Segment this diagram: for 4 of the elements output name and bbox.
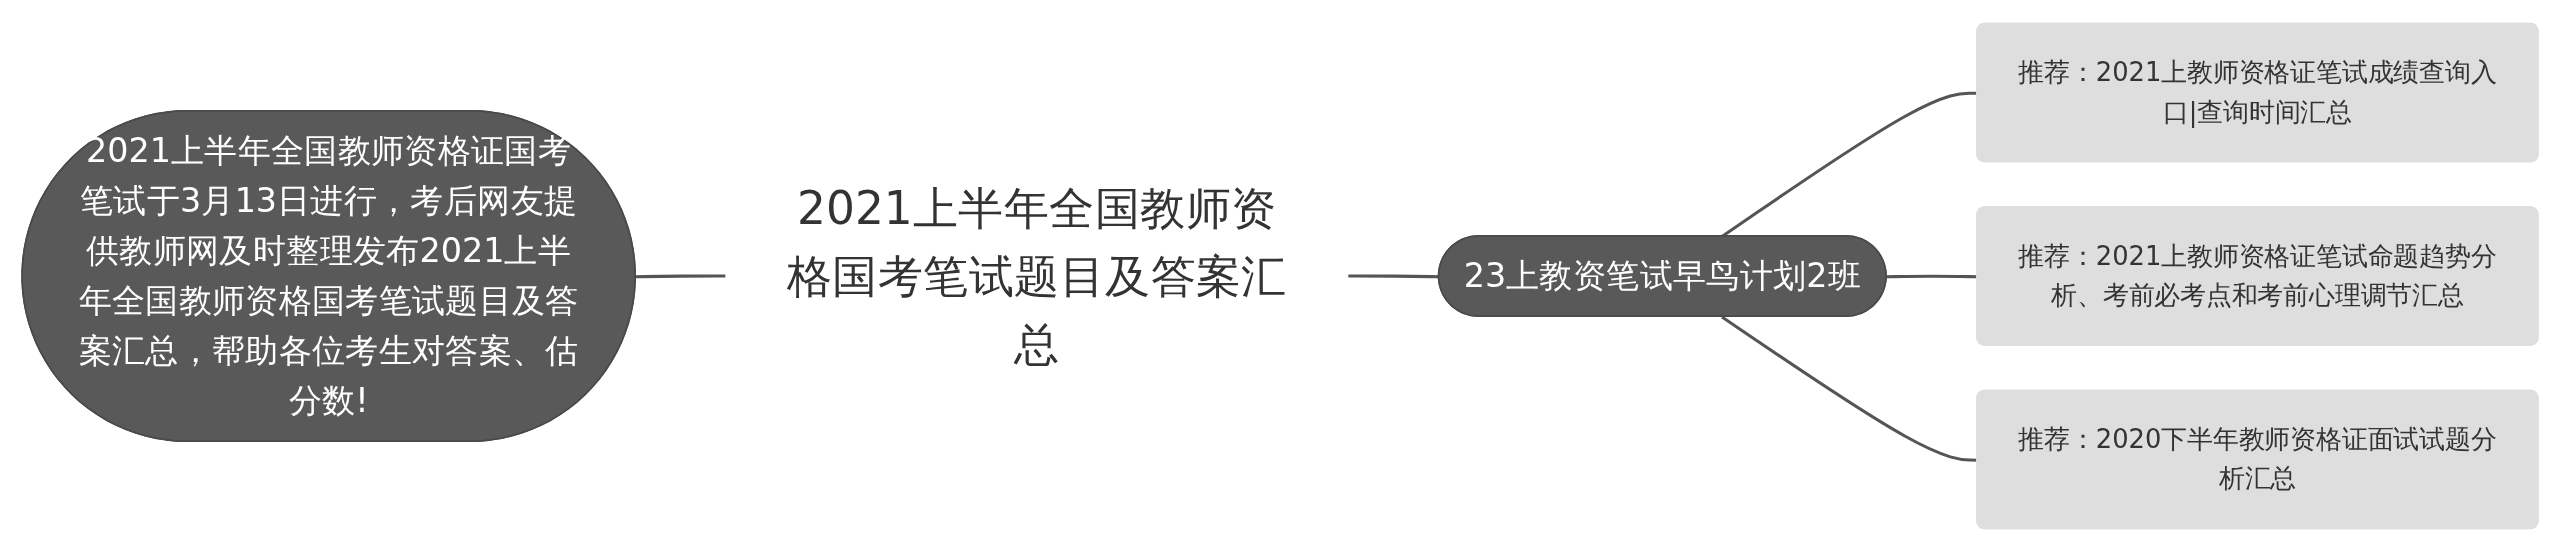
connector <box>1886 274 1978 278</box>
node-text: 2021上半年全国教师资格国考笔试题目及答案汇总 <box>786 180 1287 371</box>
connector <box>1721 315 1978 462</box>
connector <box>635 274 727 278</box>
